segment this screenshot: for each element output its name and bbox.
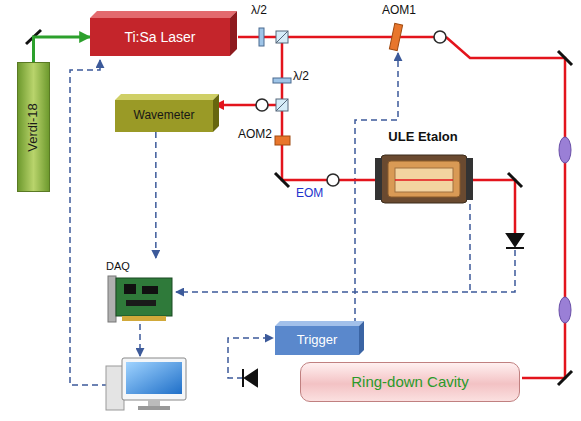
- waveplate: [259, 28, 264, 46]
- waveplate-label: λ/2: [251, 4, 267, 18]
- etalon-housing: [381, 155, 467, 203]
- laser-box: Ti:Sa Laser: [90, 18, 230, 56]
- node-text: Verdi-18: [26, 103, 41, 151]
- lens: [559, 137, 571, 323]
- mirror: [26, 30, 572, 385]
- laser-beam: [446, 37, 565, 378]
- box-side-face: [213, 94, 219, 132]
- computer-icon: [126, 362, 182, 394]
- lens: [559, 137, 571, 163]
- computer-icon: [106, 358, 186, 410]
- etalon-housing: [375, 158, 382, 200]
- control-wire: [139, 324, 141, 356]
- computer-icon: [106, 366, 124, 410]
- laser-beam: [215, 37, 565, 378]
- daq-card: [126, 300, 156, 306]
- cavity-tube: Ring-down Cavity: [300, 362, 520, 402]
- beam-splitter: [276, 31, 288, 43]
- control-wire: [470, 250, 515, 292]
- beam-splitter: [276, 99, 288, 111]
- photodiode: [506, 247, 524, 249]
- etalon-housing: [395, 168, 453, 192]
- node-text: Trigger: [297, 333, 338, 348]
- box-depth: [275, 321, 364, 355]
- mirror: [558, 371, 572, 385]
- etalon-label: ULE Etalon: [368, 128, 478, 204]
- pump-laser-box: Verdi-18: [17, 62, 50, 192]
- etalon-housing: [375, 155, 473, 203]
- node-text: Ti:Sa Laser: [124, 29, 195, 45]
- daq-card: [122, 316, 166, 321]
- daq-label: DAQ: [104, 258, 176, 326]
- beam-splitter: [276, 31, 288, 111]
- daq-card: [108, 276, 116, 322]
- laser-beam: [215, 104, 256, 107]
- node-text: Ring-down Cavity: [351, 373, 469, 390]
- control-wire: [70, 60, 108, 385]
- node-text: ULE Etalon: [388, 130, 457, 145]
- beam-splitter: [276, 99, 288, 111]
- lens: [559, 297, 571, 323]
- mirror: [508, 173, 522, 187]
- daq-card: [124, 284, 136, 294]
- computer-icon: [122, 358, 186, 400]
- laser-beam: [339, 179, 375, 182]
- box-side-face: [359, 321, 364, 355]
- mirror: [275, 173, 289, 187]
- photodiode: [242, 369, 244, 387]
- aom-crystal: [275, 136, 290, 145]
- daq-card: [116, 278, 172, 316]
- control-wire: [70, 53, 515, 385]
- eom-label: EOM: [296, 187, 323, 201]
- aom-label: AOM1: [382, 4, 416, 18]
- wavemeter-box: Wavemeter: [115, 100, 213, 132]
- trigger-box: Trigger: [275, 326, 359, 355]
- aom-label: AOM2: [238, 128, 272, 142]
- mirror: [558, 51, 572, 65]
- fiber-loop: [327, 174, 339, 186]
- box-top-face: [90, 11, 237, 18]
- etalon-housing: [388, 161, 460, 197]
- box-side-face: [230, 11, 237, 56]
- photodiode: [245, 370, 257, 386]
- laser-beam: [238, 36, 434, 39]
- waveplate: [259, 28, 291, 83]
- box-depth: [115, 94, 219, 132]
- control-wire: [228, 338, 273, 378]
- fiber-loop: [256, 99, 268, 111]
- daq-card: [142, 286, 158, 294]
- aom-crystal: [389, 23, 402, 50]
- node-text: DAQ: [106, 260, 130, 273]
- etalon-housing: [466, 158, 473, 200]
- aom-crystal: [275, 23, 403, 145]
- waveplate-label: λ/2: [293, 70, 309, 84]
- node-text: Wavemeter: [134, 109, 195, 123]
- fiber-loop: [434, 31, 446, 43]
- signal-wire: [155, 132, 157, 258]
- pump-beam: [34, 37, 91, 62]
- computer-icon: [148, 400, 160, 406]
- etalon-housing: [395, 179, 453, 181]
- signal-wire: [176, 204, 470, 292]
- computer-icon: [138, 406, 170, 410]
- laser-beam: [282, 37, 327, 180]
- laser-beam: [472, 180, 515, 233]
- beam-splitter: [276, 31, 288, 43]
- photodiode: [507, 234, 523, 246]
- box-depth: [90, 11, 237, 56]
- daq-card: [108, 276, 172, 322]
- waveplate: [273, 78, 291, 83]
- laser-beam: [268, 104, 276, 107]
